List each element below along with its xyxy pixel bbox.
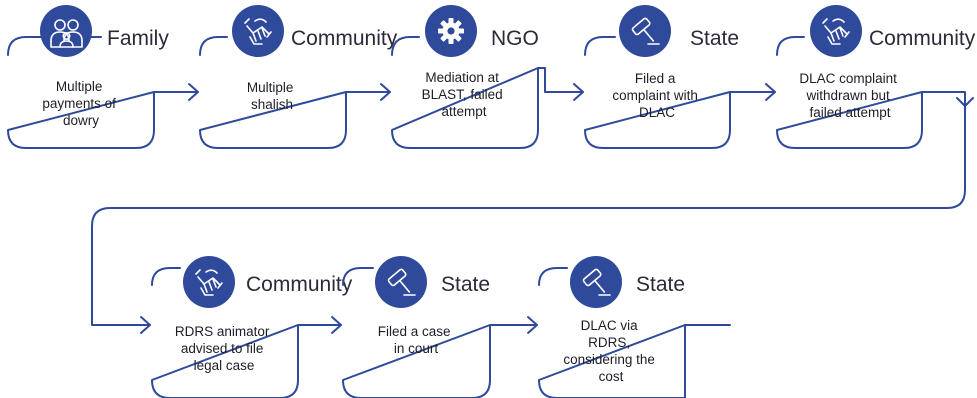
flow-connectors: [91, 67, 974, 334]
step-state-court-case: State Filed a case in court: [342, 256, 491, 398]
step-state-dlac-complaint: State Filed a complaint with DLAC: [584, 5, 739, 149]
step-frame: [776, 36, 923, 149]
step-category-label: State: [441, 273, 490, 296]
step-description: DLAC complaint withdrawn but failed atte…: [799, 71, 900, 120]
gear-icon: [425, 5, 477, 57]
step-frame: [391, 36, 539, 149]
arrow-right-icon: [140, 316, 151, 334]
step-category-label: Community: [291, 27, 398, 50]
hands-icon: [232, 5, 284, 57]
step-family-dowry: Family Multiple payments of dowry: [7, 5, 169, 149]
hands-icon: [183, 256, 235, 308]
arrow-right-icon: [331, 316, 342, 334]
step-category-label: State: [690, 27, 739, 50]
step-community-rdrs-animator: Community RDRS animator advised to file …: [151, 256, 353, 398]
step-frame: [7, 36, 155, 149]
step-description: Filed a case in court: [378, 324, 455, 356]
step-ngo-mediation: NGO Mediation at BLAST, failed attempt: [391, 5, 539, 149]
step-frame: [584, 36, 731, 149]
gavel-icon: [619, 5, 671, 57]
gavel-icon: [570, 256, 622, 308]
step-frame: [342, 267, 491, 398]
hands-icon: [810, 5, 862, 57]
connector-line: [91, 91, 966, 326]
step-description: Multiple payments of dowry: [42, 79, 119, 128]
step-community-dlac-withdrawn: Community DLAC complaint withdrawn but f…: [776, 5, 976, 149]
gavel-icon: [375, 256, 427, 308]
step-frame: [199, 36, 347, 149]
arrow-right-icon: [527, 316, 538, 334]
arrow-down-icon: [956, 97, 974, 107]
step-category-label: Community: [869, 27, 976, 50]
step-category-label: NGO: [491, 27, 539, 50]
step-category-label: Community: [246, 273, 353, 296]
step-description: DLAC via RDRS, considering the cost: [563, 318, 658, 384]
arrow-right-icon: [380, 83, 391, 101]
arrow-right-icon: [765, 83, 776, 101]
step-description: RDRS animator advised to file legal case: [175, 324, 273, 373]
family-icon: [40, 5, 92, 57]
step-description: Multiple shalish: [247, 80, 297, 112]
arrow-right-icon: [188, 83, 199, 101]
step-state-dlac-rdrs: State DLAC via RDRS, considering the cos…: [538, 256, 686, 398]
step-description: Mediation at BLAST, failed attempt: [422, 70, 507, 119]
step-category-label: State: [636, 273, 685, 296]
step-community-shalish: Community Multiple shalish: [199, 5, 398, 149]
step-category-label: Family: [107, 27, 169, 50]
step-frame: [151, 267, 299, 398]
arrow-right-icon: [573, 83, 584, 101]
step-description: Filed a complaint with DLAC: [612, 71, 701, 120]
connector-line: [537, 67, 584, 93]
